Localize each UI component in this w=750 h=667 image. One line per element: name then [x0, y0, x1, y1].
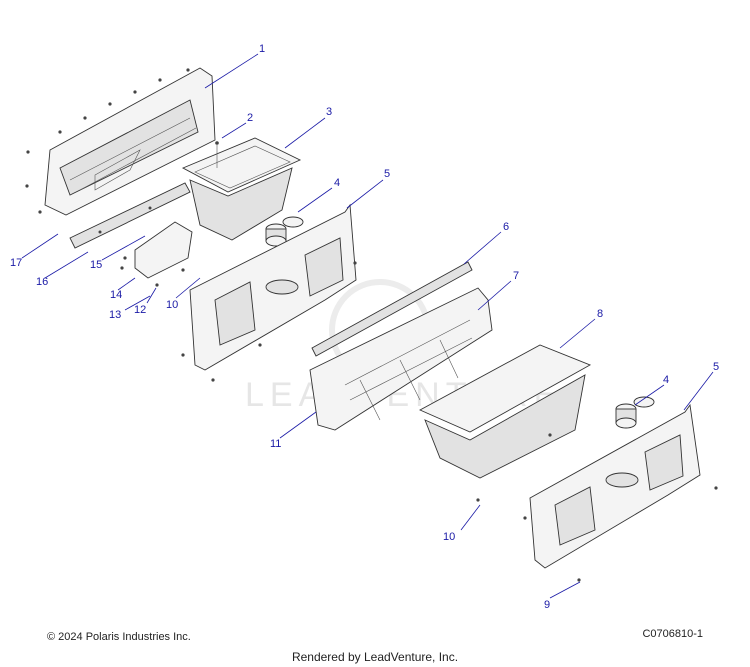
- callout-16: 16: [36, 276, 48, 288]
- callout-7: 7: [513, 270, 519, 282]
- callout-15: 15: [90, 259, 102, 271]
- part-storage-bin: [181, 137, 302, 241]
- part-large-tub: [418, 344, 592, 502]
- callout-13: 13: [109, 309, 121, 321]
- rendered-by-text: Rendered by LeadVenture, Inc.: [291, 650, 459, 664]
- callout-8: 8: [597, 308, 603, 320]
- part-side-panel-upper: [181, 203, 357, 382]
- callout-2: 2: [247, 112, 253, 124]
- part-cup-holder-lower: [615, 396, 655, 429]
- callout-17: 17: [10, 257, 22, 269]
- part-rear-panel: [25, 67, 216, 216]
- callout-14: 14: [110, 289, 122, 301]
- callout-3: 3: [326, 106, 332, 118]
- part-cover: [120, 221, 193, 287]
- diagram-id: C0706810-1: [642, 628, 703, 640]
- callout-5-lower: 5: [713, 361, 719, 373]
- callout-11: 11: [270, 438, 281, 450]
- part-bracket: [69, 182, 191, 249]
- copyright-text: © 2024 Polaris Industries Inc.: [47, 631, 191, 643]
- callout-5-upper: 5: [384, 168, 390, 180]
- callout-6: 6: [503, 221, 509, 233]
- part-cup-holder-upper: [265, 216, 304, 247]
- part-side-panel-lower: [523, 403, 718, 582]
- leader-lines: [21, 53, 714, 599]
- callout-1: 1: [259, 43, 265, 55]
- callout-12: 12: [134, 304, 146, 316]
- callout-10-upper: 10: [166, 299, 178, 311]
- callout-10-lower: 10: [443, 531, 455, 543]
- callouts: 1 2 3 4 5 6 7 8 4 5 9 10 11 10 12 13 14 …: [10, 43, 719, 611]
- callout-4-upper: 4: [334, 177, 340, 189]
- callout-4-lower: 4: [663, 374, 669, 386]
- callout-9: 9: [544, 599, 550, 611]
- part-mat-panel: [309, 287, 493, 431]
- part-trim-strip: [311, 261, 473, 357]
